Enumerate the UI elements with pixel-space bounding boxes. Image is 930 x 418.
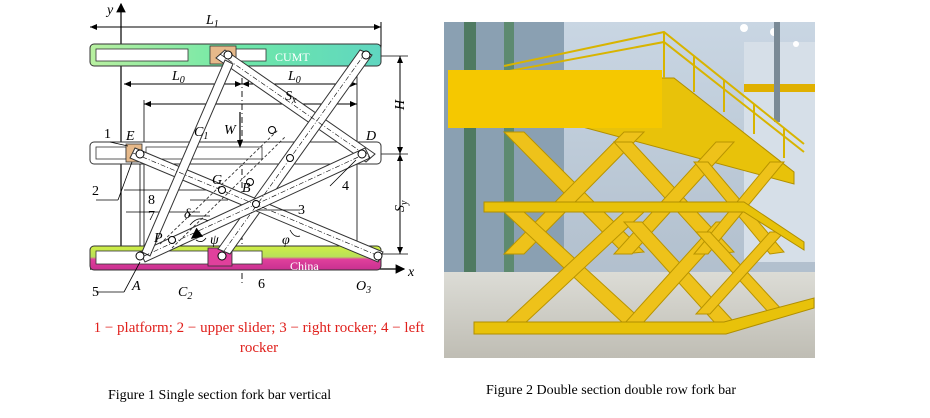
label-5: 5 — [92, 285, 99, 300]
label-4: 4 — [342, 179, 349, 194]
label-l1: L1 — [205, 13, 219, 30]
label-d: D — [365, 129, 376, 144]
label-8: 8 — [148, 193, 155, 208]
figure1-caption: Figure 1 Single section fork bar vertica… — [108, 388, 332, 403]
label-c1: C1 — [194, 125, 208, 142]
lift-photo — [444, 22, 815, 358]
scissor-arms — [502, 131, 786, 325]
label-y-axis: y — [105, 3, 114, 18]
pivot-joints — [135, 50, 383, 261]
label-psi: ψ — [210, 233, 219, 248]
figure2-caption: Figure 2 Double section double row fork … — [486, 383, 736, 398]
label-g: G — [212, 173, 222, 188]
label-l0-right: L0 — [287, 69, 301, 86]
label-2: 2 — [92, 184, 99, 199]
label-o3: O3 — [356, 279, 371, 296]
platform-top-text: CUMT — [275, 50, 310, 64]
label-sx: Sx — [285, 89, 297, 106]
label-phi: φ — [282, 233, 290, 248]
label-7: 7 — [148, 209, 155, 224]
label-1: 1 — [104, 127, 111, 142]
label-6: 6 — [258, 277, 265, 292]
label-sy: Sy — [393, 200, 410, 212]
label-b: B — [242, 181, 251, 196]
label-3: 3 — [298, 203, 305, 218]
label-x-axis: x — [407, 265, 415, 280]
photo-overlay-block — [448, 70, 662, 128]
label-e: E — [125, 129, 135, 144]
label-delta: δ — [184, 207, 191, 222]
figure1-legend: 1 − platform; 2 − upper slider; 3 − righ… — [93, 320, 425, 356]
label-a: A — [131, 279, 141, 294]
platform-bottom-text: China — [290, 259, 319, 273]
label-p: P — [153, 231, 163, 246]
label-h: H — [393, 99, 408, 111]
label-w: W — [224, 123, 237, 138]
fork-bar-diagram: CUMT China — [89, 2, 415, 302]
label-c2: C2 — [178, 285, 192, 302]
label-l0-left: L0 — [171, 69, 185, 86]
